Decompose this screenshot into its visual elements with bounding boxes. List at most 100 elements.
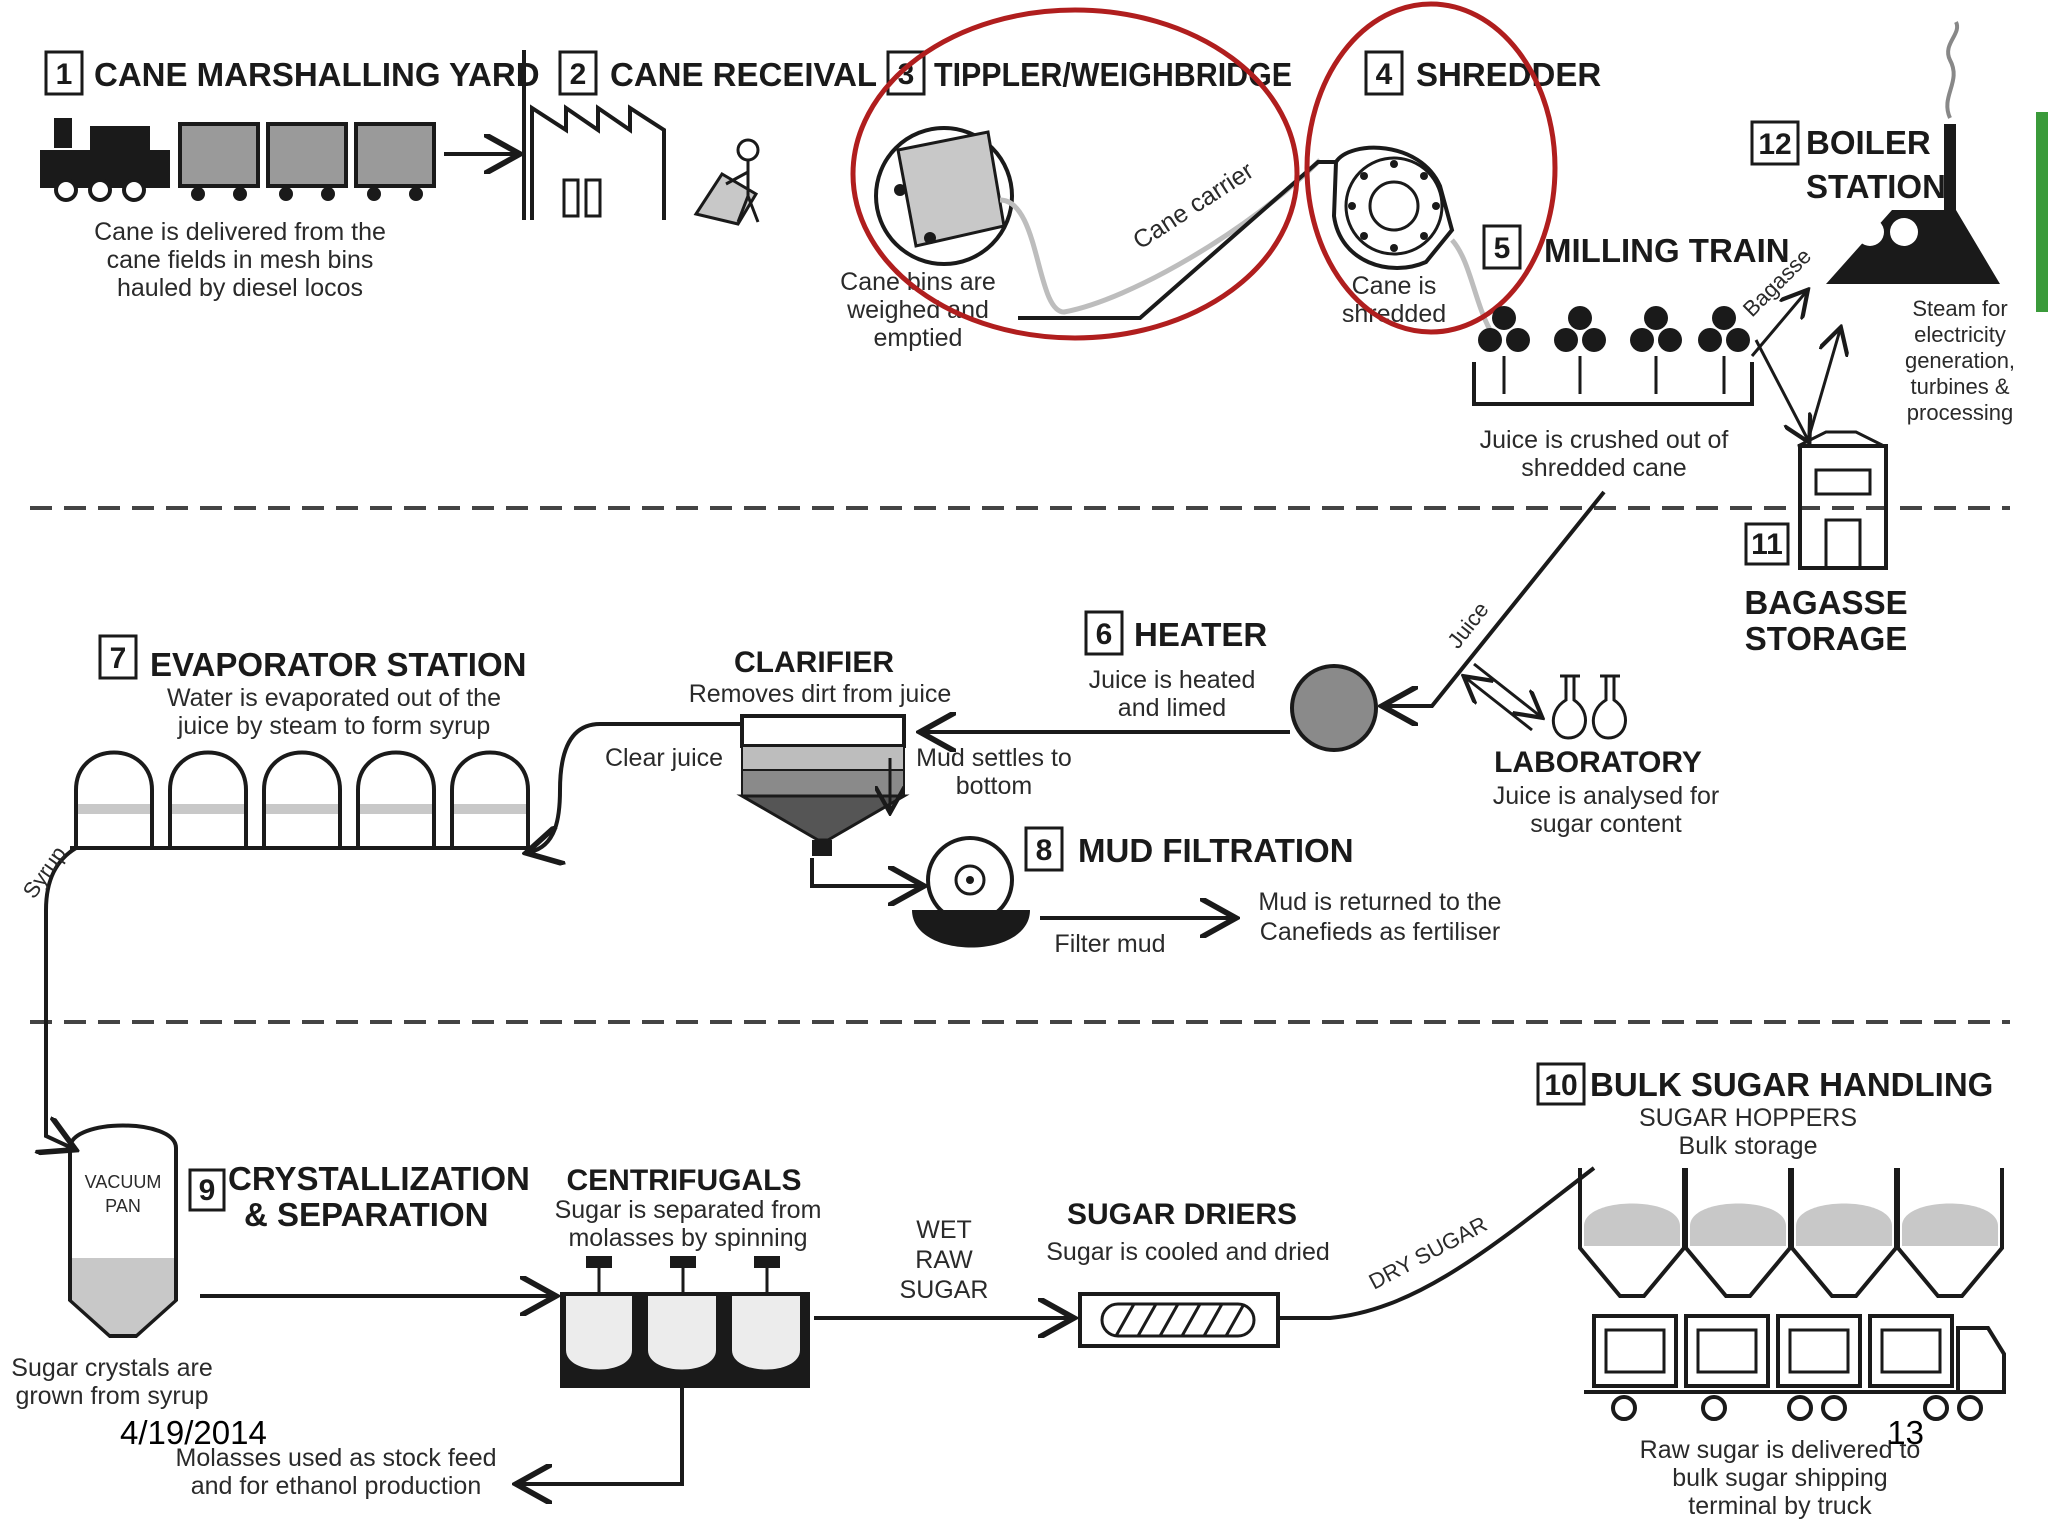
station-boiler: 12 BOILER STATION Steam for electricity …: [1750, 21, 2015, 425]
flow-arrow: [530, 722, 742, 852]
station-description: hauled by diesel locos: [117, 274, 363, 302]
step-number: 4: [1376, 58, 1393, 91]
clear-juice-label: Clear juice: [605, 744, 723, 772]
station-title: MILLING TRAIN: [1544, 232, 1790, 269]
step-number: 11: [1751, 528, 1783, 561]
station-description: generation,: [1905, 348, 2015, 373]
centrifugal-baskets-icon: [560, 1256, 810, 1388]
evaporator-vessels-icon: [70, 750, 534, 850]
molasses-label: and for ethanol production: [191, 1472, 482, 1500]
station-description: grown from syrup: [15, 1382, 208, 1410]
flow-arrow: [1750, 292, 1806, 357]
flow-arrow: [810, 858, 920, 886]
vacuum-pan-label: VACUUM: [85, 1172, 162, 1192]
factory-icon: [530, 104, 666, 220]
mill-rollers-icon: [1472, 306, 1754, 406]
station-clarifier: CLARIFIER Removes dirt from juice Clear …: [530, 646, 1072, 886]
station-subtitle: SUGAR HOPPERS: [1639, 1104, 1857, 1132]
step-number: 8: [1036, 834, 1053, 867]
vacuum-pan-label: PAN: [105, 1196, 141, 1216]
step-number-box: [1084, 610, 1124, 656]
juice-label: Juice: [1442, 597, 1493, 653]
station-title: TIPPLER/WEIGHBRIDGE: [934, 56, 1292, 93]
step-number-box: [1536, 1062, 1586, 1106]
station-title: CRYSTALLIZATION: [228, 1160, 530, 1197]
flow-arrow: [1806, 330, 1840, 441]
station-description: bulk sugar shipping: [1672, 1464, 1887, 1492]
step-number: 7: [110, 642, 127, 675]
station-heater: 6 HEATER Juice is heated and limed: [924, 610, 1378, 752]
station-title: SUGAR DRIERS: [1067, 1198, 1297, 1231]
flow-arrow: [1754, 339, 1808, 440]
station-description: Sugar crystals are: [11, 1354, 212, 1382]
molasses-label: Molasses used as stock feed: [176, 1444, 497, 1472]
step-number-box: [1024, 826, 1064, 872]
station-mud-filtration: 8 MUD FILTRATION Filter mud Mud is retur…: [912, 826, 1502, 958]
cane-bins-icon: [178, 122, 436, 201]
station-description: Cane is: [1352, 272, 1437, 300]
station-description: shredded cane: [1521, 454, 1686, 482]
slide-date: 4/19/2014: [120, 1414, 267, 1451]
wet-raw-sugar-text: SUGAR: [900, 1276, 989, 1304]
station-description: Sugar is cooled and dried: [1046, 1238, 1330, 1266]
station-description: processing: [1907, 400, 2013, 425]
step-number-box: [558, 50, 598, 96]
boiler-chimney-icon: [1826, 21, 2000, 284]
slide-accent-tab: [2036, 112, 2048, 312]
molasses-flow-arrow: [520, 1388, 684, 1484]
step-number: 12: [1758, 128, 1791, 161]
shredder-icon: [1331, 145, 1455, 271]
station-title: EVAPORATOR STATION: [150, 646, 526, 683]
dry-sugar-conveyor: [1278, 1166, 1596, 1320]
station-subtitle: Bulk storage: [1679, 1132, 1818, 1160]
mud-settles-label: Mud settles to: [916, 744, 1072, 772]
step-number: 10: [1544, 1069, 1577, 1102]
station-title: HEATER: [1134, 616, 1267, 653]
station-bulk-sugar-handling: 10 BULK SUGAR HANDLING SUGAR HOPPERS Bul…: [1536, 1062, 2006, 1520]
highlight-circle-tippler: [850, 7, 1300, 341]
station-description: Sugar is separated from: [555, 1196, 822, 1224]
station-description: Juice is analysed for: [1493, 782, 1720, 810]
step-number: 6: [1096, 618, 1113, 651]
highlight-circle-shredder: [1304, 1, 1558, 335]
station-description: emptied: [874, 324, 963, 352]
station-crystallization: VACUUM PAN 9 CRYSTALLIZATION & SEPARATIO…: [11, 1123, 552, 1410]
station-title: CANE RECEIVAL: [610, 56, 877, 93]
station-title: & SEPARATION: [244, 1196, 488, 1233]
step-number-box: [98, 634, 138, 680]
station-description: Juice is heated: [1089, 666, 1256, 694]
station-description: sugar content: [1530, 810, 1682, 838]
slide-page-number: 13: [1887, 1414, 1924, 1451]
wet-raw-sugar-text: RAW: [915, 1246, 973, 1274]
juice-line: Juice: [1386, 490, 1606, 732]
station-sugar-driers: SUGAR DRIERS Sugar is cooled and dried D…: [1046, 1166, 1596, 1348]
station-cane-receival: 2 CANE RECEIVAL: [522, 50, 877, 226]
heater-tank-icon: [1290, 664, 1378, 752]
station-description: Raw sugar is delivered to: [1640, 1436, 1921, 1464]
locomotive-icon: [40, 118, 170, 202]
station-description: terminal by truck: [1688, 1492, 1872, 1520]
station-milling-train: 5 MILLING TRAIN Juice is crushed out of …: [1472, 224, 1840, 482]
station-bagasse-storage: 11 BAGASSE STORAGE: [1744, 430, 1908, 657]
step-number-box: [1744, 522, 1790, 566]
station-title: CLARIFIER: [734, 646, 894, 679]
station-description: Water is evaporated out of the: [167, 684, 501, 712]
station-description: and limed: [1118, 694, 1226, 722]
station-title: MUD FILTRATION: [1078, 832, 1354, 869]
mud-settles-label: bottom: [956, 772, 1032, 800]
filter-mud-label: Filter mud: [1054, 930, 1165, 958]
station-description: electricity: [1914, 322, 2006, 347]
step-number-box: [1364, 50, 1404, 96]
dry-sugar-label: DRY SUGAR: [1365, 1211, 1492, 1294]
station-title: CENTRIFUGALS: [567, 1164, 802, 1197]
station-description: weighed and: [846, 296, 989, 324]
step-number: 2: [570, 58, 587, 91]
sugar-hoppers-icon: [1578, 1168, 2004, 1298]
station-description: Juice is crushed out of: [1480, 426, 1729, 454]
step-number-box: [1482, 224, 1522, 270]
wet-raw-sugar-label: WET RAW SUGAR: [900, 1216, 989, 1304]
station-title: STORAGE: [1745, 620, 1908, 657]
station-title: BAGASSE: [1744, 584, 1907, 621]
station-title: STATION: [1806, 168, 1946, 205]
